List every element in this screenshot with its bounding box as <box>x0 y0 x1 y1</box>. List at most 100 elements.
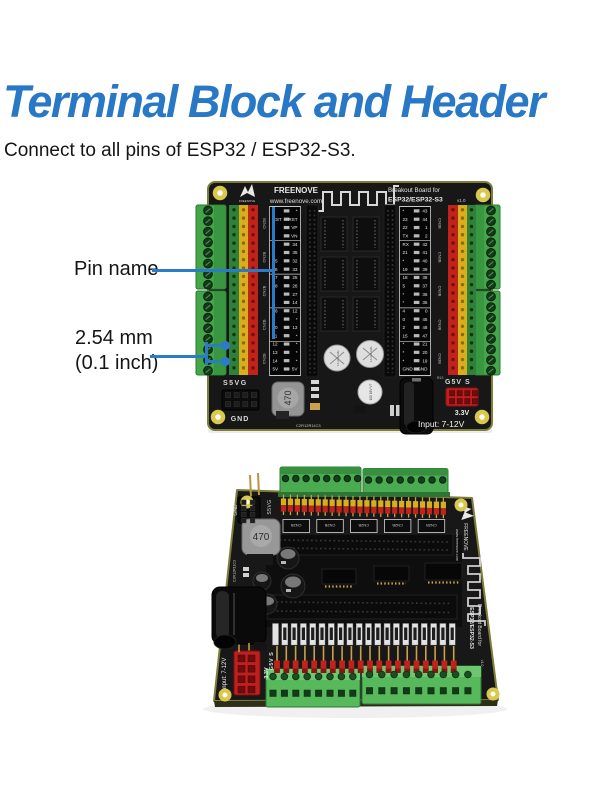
header-red <box>308 505 314 513</box>
pin-label-ink <box>339 627 343 640</box>
connector-silk-label: CN2B <box>324 523 335 528</box>
screw-slot <box>205 250 211 256</box>
header-socket <box>250 511 256 518</box>
jumper-slot <box>472 390 478 397</box>
pin-pad <box>413 309 420 313</box>
screw-slot <box>488 315 494 321</box>
pin-pad <box>413 259 420 263</box>
pin-label: 15 <box>403 333 409 338</box>
header-pin <box>251 258 255 262</box>
pin-label: * <box>296 350 298 355</box>
header-red <box>378 506 384 514</box>
mounting-hole <box>486 687 500 701</box>
terminal-screw <box>269 672 277 681</box>
socket-holes <box>271 601 453 605</box>
terminal-screw <box>303 672 311 681</box>
pin-label: * <box>403 350 405 355</box>
terminal-screw <box>364 476 373 484</box>
board-top-photo: FREENOVE FREENOVE www.freenove.com Break… <box>195 181 501 435</box>
header-pin <box>451 241 455 245</box>
header-yellow <box>433 501 439 509</box>
brand-text: FREENOVE <box>274 186 319 195</box>
pin-pad <box>413 367 420 371</box>
terminal-shade <box>475 206 484 288</box>
pin-label: * <box>296 358 298 363</box>
pin-post <box>249 474 252 498</box>
pin-label: VP <box>291 225 297 230</box>
connector-silk-label: CN2B <box>392 523 403 528</box>
header-yellow <box>399 500 405 508</box>
header-pin <box>460 332 465 337</box>
terminal-screw <box>312 474 321 483</box>
pitch-label-mm: 2.54 mm <box>75 327 153 349</box>
product-text-line1: Breakout Board for <box>388 187 440 194</box>
screw-slot <box>488 271 494 277</box>
pin-pad <box>413 209 420 213</box>
pin-label: 43 <box>422 209 428 214</box>
header-pin <box>232 316 236 320</box>
header-red <box>329 505 335 513</box>
mounting-hole <box>475 187 491 203</box>
pin-label: VN <box>291 234 297 239</box>
screw-slot <box>488 325 494 331</box>
header-pin <box>241 258 246 262</box>
pin-pad <box>413 350 420 354</box>
capacitor: 1A A61 G8L <box>356 340 384 368</box>
header-red-base <box>441 668 448 673</box>
pin-label: 26 <box>292 283 298 288</box>
header-socket <box>251 401 257 407</box>
pin-pad <box>283 292 290 296</box>
pin-pad <box>283 350 290 354</box>
terminal-slot <box>269 689 277 697</box>
header-red <box>287 505 294 512</box>
header-red <box>322 505 328 513</box>
smd-part <box>311 380 319 384</box>
pin-label: 33 <box>292 267 298 272</box>
capacitor-100uf: 100 16V VT <box>357 379 383 405</box>
product-text-line2: ESP32/ESP32-S3 <box>468 607 474 649</box>
pin-pad <box>413 250 420 255</box>
header-red <box>315 505 321 513</box>
header-red <box>283 660 290 669</box>
header-pin <box>241 341 246 345</box>
header-pin <box>469 357 474 362</box>
v33-label: 3.3V <box>264 667 270 679</box>
header-pin <box>460 266 465 270</box>
socket-strip <box>266 594 458 620</box>
header-pin <box>451 299 455 304</box>
antenna-silkscreen <box>318 185 399 212</box>
pin-label: 5V <box>292 367 299 372</box>
header-pin <box>469 249 474 254</box>
pin-label-ink <box>292 627 296 640</box>
header-red-base <box>432 668 438 673</box>
pin-pad <box>283 359 290 363</box>
header-pin <box>451 224 455 229</box>
header-red <box>311 660 318 669</box>
pin-label: 36 <box>422 292 428 297</box>
header-socket <box>241 518 247 524</box>
connector-silk-label: CN2B <box>291 523 302 528</box>
pin-label: 2 <box>425 234 428 239</box>
header-yellow <box>329 499 335 506</box>
socket-strip <box>305 204 319 378</box>
header-socket <box>233 401 240 407</box>
header-pin <box>469 208 474 212</box>
pin-pad <box>413 234 420 238</box>
jumper-slot <box>449 398 455 405</box>
pin-label: 42 <box>422 242 428 247</box>
header-red-base <box>302 668 308 673</box>
pin-label: 38 <box>422 275 428 280</box>
header-pin <box>251 291 255 295</box>
dc-jack <box>211 586 267 650</box>
pin-pad <box>413 359 420 363</box>
pin-label: RST <box>273 217 282 222</box>
terminal-screw <box>402 670 411 679</box>
header-pin <box>460 233 465 237</box>
pin-label: 12 <box>273 342 279 347</box>
terminal-screw <box>414 670 423 679</box>
terminal-screw <box>396 476 405 484</box>
header-pin <box>469 299 474 304</box>
pin-pad <box>283 267 290 271</box>
header-red <box>320 660 327 669</box>
terminal-screw <box>353 474 362 483</box>
